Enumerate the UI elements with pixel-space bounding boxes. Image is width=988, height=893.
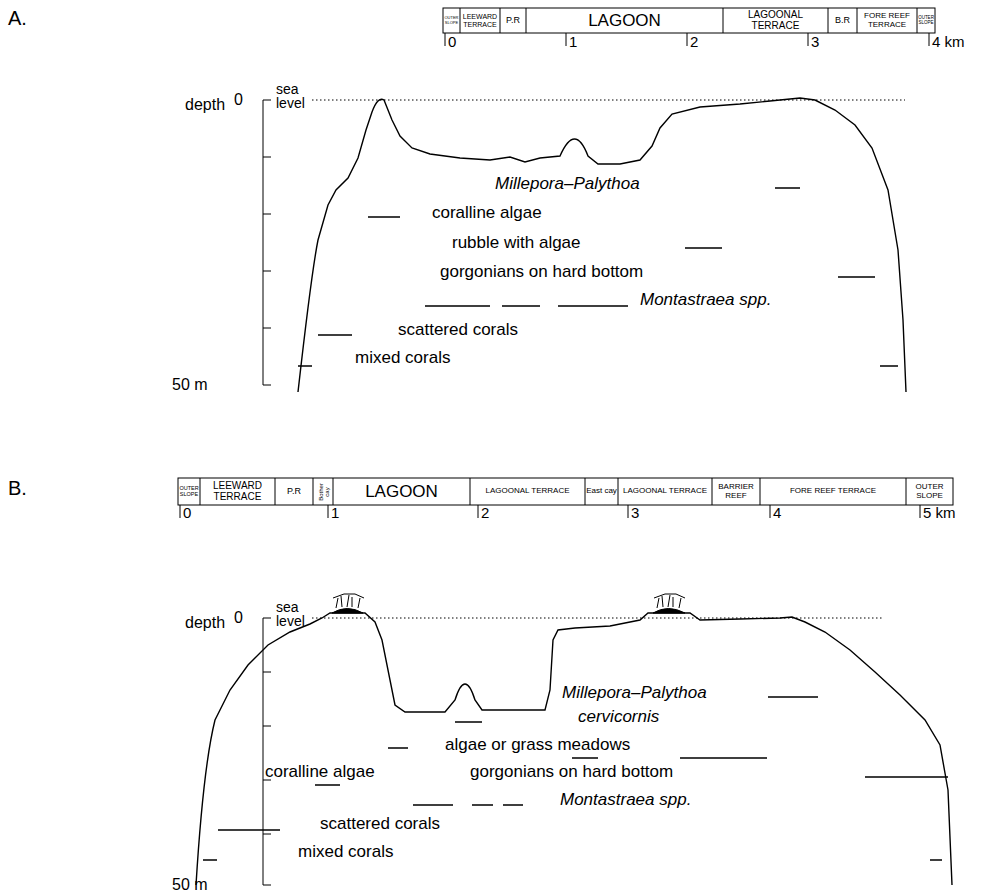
sea-level-label: sea level — [276, 600, 312, 628]
habitat-label: mixed corals — [298, 842, 393, 862]
zone-label: LAGOONAL TERRACE — [485, 487, 569, 495]
zone-cell: OUTER SLOPE — [918, 9, 934, 32]
habitat-label: algae or grass meadows — [445, 735, 630, 755]
habitat-label: Montastraea spp. — [640, 290, 771, 310]
habitat-label: Montastraea spp. — [560, 790, 691, 810]
zone-cell: P.R — [276, 479, 312, 504]
zone-cell: OUTER SLOPE — [907, 479, 952, 504]
zone-label: East cay — [586, 487, 617, 495]
scale-number: 1 — [331, 504, 339, 522]
zone-label: FORE REEF TERRACE — [790, 487, 876, 495]
scale-number: 2 — [690, 33, 698, 51]
zone-cell: OUTER SLOPE — [179, 479, 199, 504]
axis-title: depth — [185, 613, 225, 632]
sea-level-label: sea level — [276, 82, 312, 110]
zone-label: LEEWARD TERRACE — [201, 481, 274, 502]
zone-cell: LAGOONAL TERRACE — [724, 9, 827, 32]
zone-label: FORE REEF TERRACE — [858, 12, 916, 29]
zone-cell: LEEWARD TERRACE — [461, 9, 499, 32]
axis-title: depth — [185, 95, 225, 114]
habitat-label: scattered corals — [398, 320, 518, 340]
zone-label: LAGOONAL TERRACE — [724, 10, 827, 31]
sea-level-lines — [312, 100, 905, 618]
zone-label: BARRIER REEF — [713, 483, 759, 500]
zone-label: Bother cay — [317, 479, 330, 504]
zone-label: OUTER SLOPE — [444, 16, 459, 24]
zone-label: B.R — [835, 16, 850, 25]
axis-number: 0 — [234, 90, 243, 109]
zone-cell: P.R — [501, 9, 525, 32]
habitat-label: coralline algae — [432, 203, 542, 223]
scale-number: 0 — [183, 504, 191, 522]
scale-number: 4 — [773, 504, 781, 522]
zone-label: LAGOON — [588, 12, 661, 30]
axis-number: 50 m — [172, 875, 208, 893]
scale-number: 4 km — [932, 33, 965, 51]
habitat-label: cervicornis — [578, 707, 659, 727]
zone-label: LAGOONAL TERRACE — [623, 487, 707, 495]
axis-number: 0 — [234, 608, 243, 627]
zone-label: OUTER SLOPE — [918, 16, 934, 25]
zone-label: LAGOON — [365, 483, 438, 501]
zone-extent-lines — [203, 188, 948, 860]
zone-cell: LEEWARD TERRACE — [201, 479, 274, 504]
zone-cell: LAGOONAL TERRACE — [619, 479, 711, 504]
scale-number: 0 — [448, 33, 456, 51]
habitat-label: gorgonians on hard bottom — [470, 762, 673, 782]
zone-cell: OUTER SLOPE — [444, 9, 459, 32]
zone-cell: B.R — [829, 9, 856, 32]
zone-cell: BARRIER REEF — [713, 479, 759, 504]
zone-cell: LAGOON — [334, 479, 469, 504]
zone-cell: LAGOON — [527, 9, 722, 32]
zone-cell: FORE REEF TERRACE — [761, 479, 905, 504]
habitat-label: scattered corals — [320, 814, 440, 834]
zone-cell: LAGOONAL TERRACE — [471, 479, 584, 504]
habitat-label: Millepora–Palythoa — [495, 174, 640, 194]
scale-number: 5 km — [923, 504, 956, 522]
habitat-label: Millepora–Palythoa — [562, 683, 707, 703]
axis-number: 50 m — [172, 375, 208, 394]
habitat-label: gorgonians on hard bottom — [440, 262, 643, 282]
habitat-label: rubble with algae — [452, 233, 581, 253]
panel-letter: A. — [8, 6, 27, 30]
scale-number: 3 — [811, 33, 819, 51]
zone-label: LEEWARD TERRACE — [461, 13, 499, 28]
zone-bars — [178, 8, 953, 518]
panel-letter: B. — [8, 476, 27, 500]
scale-number: 1 — [569, 33, 577, 51]
zone-cell: East cay — [586, 479, 617, 504]
zone-label: OUTER SLOPE — [907, 483, 952, 500]
zone-label: P.R — [506, 16, 520, 25]
zone-cell: FORE REEF TERRACE — [858, 9, 916, 32]
habitat-label: coralline algae — [265, 762, 375, 782]
scale-number: 2 — [481, 504, 489, 522]
cay-palms — [332, 594, 685, 613]
scale-number: 3 — [631, 504, 639, 522]
zone-label: OUTER SLOPE — [179, 486, 199, 498]
zone-label: P.R — [287, 487, 301, 496]
bottom-profiles — [196, 98, 952, 885]
habitat-label: mixed corals — [355, 348, 450, 368]
zone-cell: Bother cay — [314, 479, 332, 504]
